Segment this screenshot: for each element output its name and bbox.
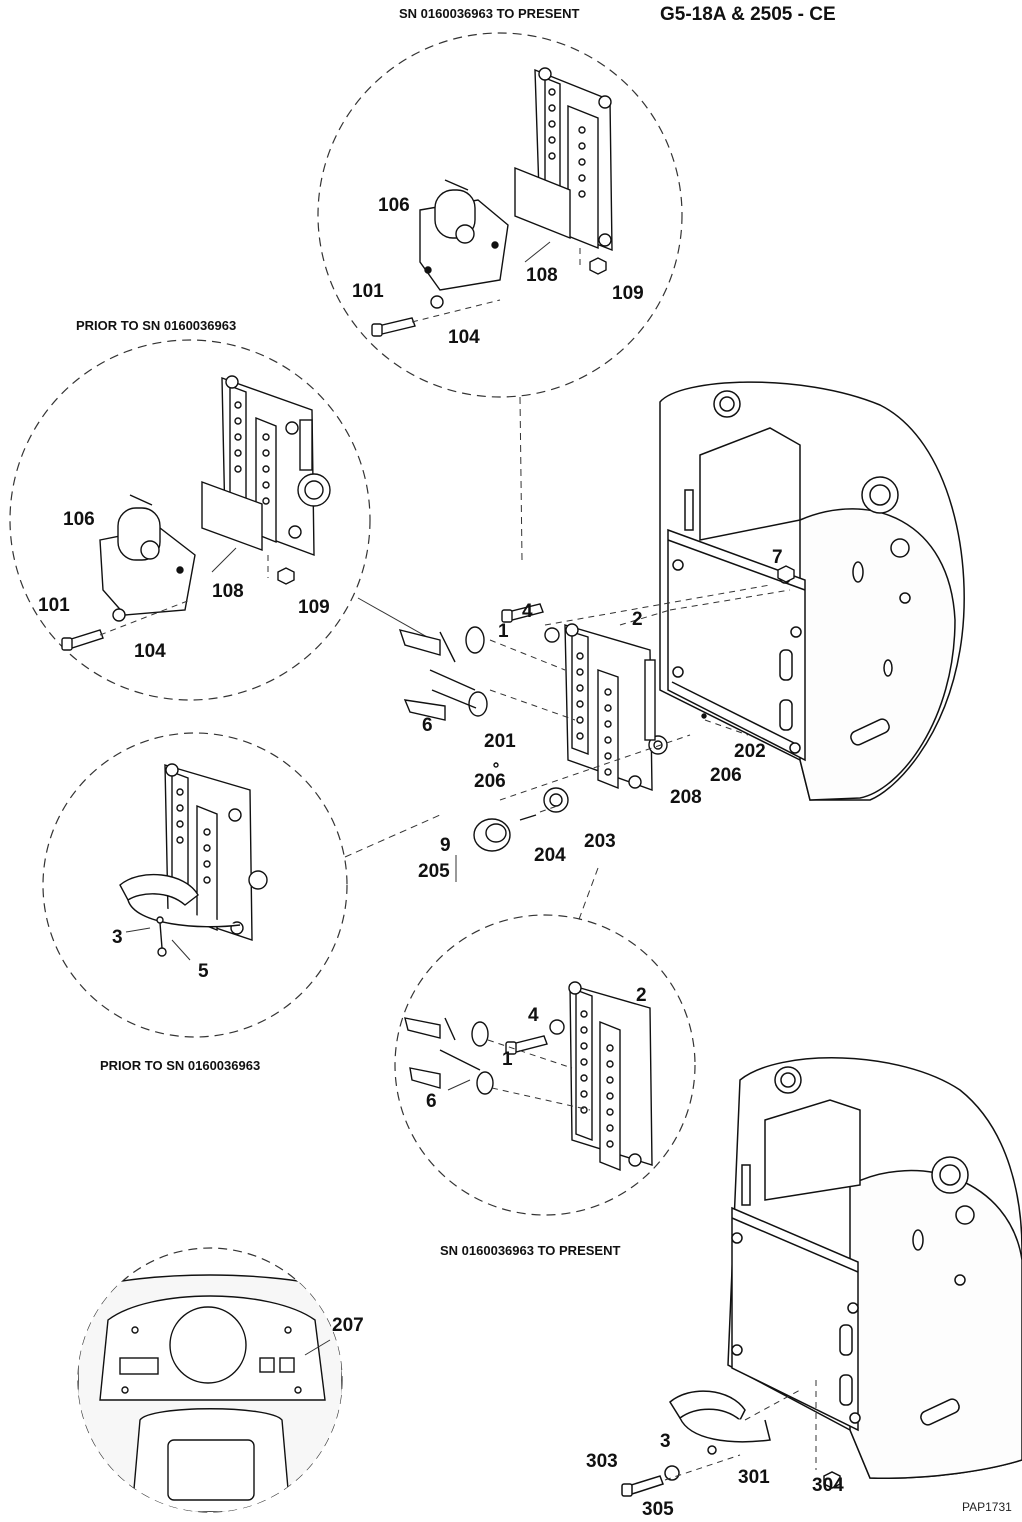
callout: 6 bbox=[422, 715, 433, 736]
callout: 109 bbox=[298, 597, 330, 618]
callout: 206 bbox=[474, 771, 506, 792]
callout: 208 bbox=[670, 787, 702, 808]
main-frame-drawing bbox=[659, 381, 965, 801]
callout: 9 bbox=[440, 835, 451, 856]
section-label-left: PRIOR TO SN 0160036963 bbox=[76, 318, 237, 333]
section-label-lower: SN 0160036963 TO PRESENT bbox=[440, 1243, 621, 1258]
callout: 304 bbox=[812, 1475, 844, 1496]
detail-circle-lower bbox=[394, 914, 696, 1216]
bottom-frame-drawing bbox=[621, 1057, 1022, 1497]
callout: 2 bbox=[632, 609, 643, 630]
detail-circle-left bbox=[9, 339, 371, 701]
left-detail-drawing bbox=[61, 375, 331, 651]
callout: 206 bbox=[710, 765, 742, 786]
callout: 4 bbox=[522, 601, 533, 622]
callout: 202 bbox=[734, 741, 766, 762]
callout: 205 bbox=[418, 861, 450, 882]
callout: 201 bbox=[484, 731, 516, 752]
drawing-number: PAP1731 bbox=[962, 1500, 1012, 1514]
callout: 7 bbox=[772, 547, 783, 568]
section-label-lower-left: PRIOR TO SN 0160036963 bbox=[100, 1058, 261, 1073]
callout: 305 bbox=[642, 1499, 674, 1520]
callout: 207 bbox=[332, 1315, 364, 1336]
callout: 106 bbox=[63, 509, 95, 530]
detail-circle-lower-left bbox=[42, 732, 348, 1038]
callout: 5 bbox=[198, 961, 209, 982]
callout: 3 bbox=[660, 1431, 671, 1452]
detail-circle-top bbox=[317, 32, 683, 398]
callout: 104 bbox=[448, 327, 480, 348]
model-title: G5-18A & 2505 - CE bbox=[660, 4, 836, 25]
dash-detail-drawing bbox=[78, 1274, 342, 1512]
lower-left-detail-drawing bbox=[119, 763, 268, 957]
callout: 301 bbox=[738, 1467, 770, 1488]
callout: 1 bbox=[498, 621, 509, 642]
callout: 4 bbox=[528, 1005, 539, 1026]
section-label-top: SN 0160036963 TO PRESENT bbox=[399, 6, 580, 21]
callout: 109 bbox=[612, 283, 644, 304]
callout: 108 bbox=[212, 581, 244, 602]
main-hitch-plate-drawing bbox=[398, 565, 795, 852]
callout: 6 bbox=[426, 1091, 437, 1112]
top-detail-drawing bbox=[371, 67, 613, 337]
callout: 101 bbox=[38, 595, 70, 616]
callout: 1 bbox=[502, 1049, 513, 1070]
callout: 2 bbox=[636, 985, 647, 1006]
lower-detail-drawing bbox=[404, 981, 653, 1172]
callout: 106 bbox=[378, 195, 410, 216]
callout: 204 bbox=[534, 845, 566, 866]
callout: 303 bbox=[586, 1451, 618, 1472]
callout: 104 bbox=[134, 641, 166, 662]
callout: 203 bbox=[584, 831, 616, 852]
callout: 3 bbox=[112, 927, 123, 948]
callout: 108 bbox=[526, 265, 558, 286]
callout: 101 bbox=[352, 281, 384, 302]
